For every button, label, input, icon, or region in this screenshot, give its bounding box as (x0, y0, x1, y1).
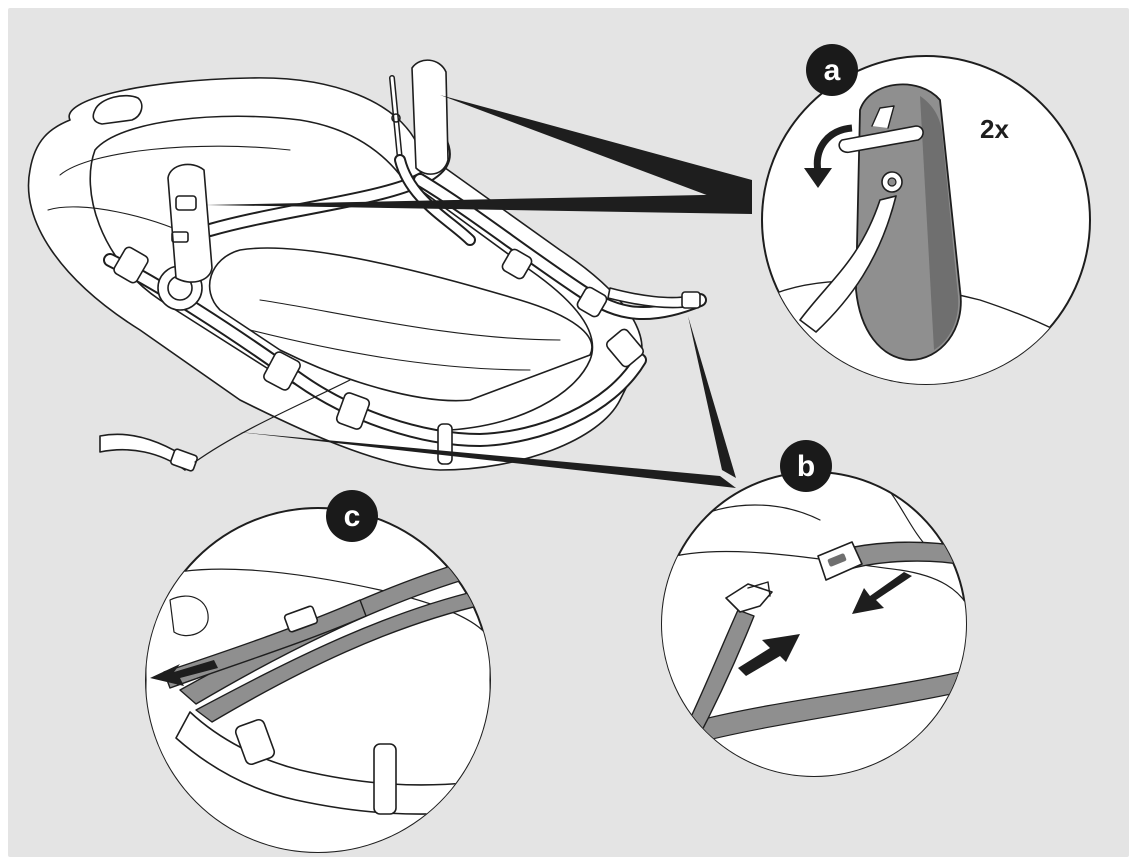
strap-lower (679, 609, 755, 747)
buckle-male (725, 583, 773, 613)
pull-arrow-icon (150, 660, 218, 686)
push-arrow-icon-secondary (738, 634, 800, 676)
strap-slider (283, 605, 319, 633)
push-arrow-icon (852, 572, 912, 614)
carrycot-inner-liner (89, 115, 594, 431)
step-badge-b: b (780, 440, 832, 492)
repeat-count-label: 2x (980, 114, 1009, 144)
carrycot-mattress (208, 247, 593, 402)
rotate-arrow-icon (804, 124, 853, 188)
detail-circle-c (145, 507, 491, 853)
detail-circle-b (661, 471, 967, 777)
detail-circle-a: 2x (761, 55, 1091, 385)
release-lever (838, 125, 924, 154)
carrycot-handle (92, 94, 143, 125)
carrycot-lock-connector-right (411, 59, 449, 175)
step-badge-c: c (326, 490, 378, 542)
leader-lock-right (440, 95, 752, 212)
leader-strap-right (688, 316, 736, 478)
step-badge-c-label: c (344, 500, 361, 533)
strap-upper (839, 541, 966, 571)
leader-strap-left (238, 432, 736, 488)
step-badge-a-label: a (824, 54, 841, 87)
leader-lock-left (205, 194, 752, 214)
carrycot-lock-connector-left (167, 163, 213, 283)
step-badge-a: a (806, 44, 858, 96)
callout-leaders (205, 95, 752, 488)
carrycot-strap-left (99, 433, 191, 471)
step-badge-b-label: b (797, 450, 815, 483)
